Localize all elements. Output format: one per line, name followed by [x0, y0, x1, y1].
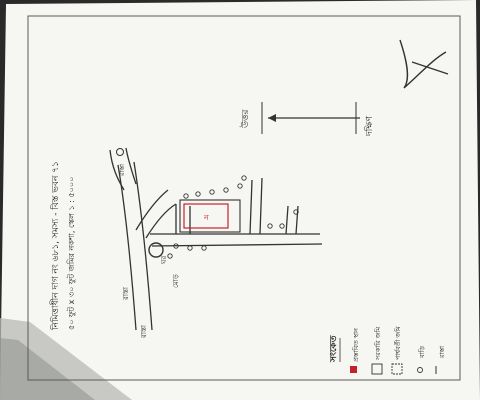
house-dot-icon	[267, 223, 273, 229]
building-circle-icon	[148, 242, 164, 258]
legend: সংকেত প্রস্তাবিত স্থান সরকারি জমি পার্শ্…	[329, 326, 446, 375]
title-line-1: নিমিত্তাধীন দাগ নং ৬৮১, সমস্য - বিস্ত ভব…	[49, 161, 61, 331]
legend-heading: সংকেত	[329, 334, 339, 363]
house-dot-icon	[241, 175, 247, 181]
road-branch-ne-a	[135, 189, 169, 231]
legend-item-1: প্রস্তাবিত স্থান	[352, 327, 360, 362]
road-label-bottom: রাস্তা	[140, 324, 148, 339]
north-label: উত্তর	[239, 109, 251, 129]
house-dot-icon	[237, 183, 243, 189]
signature-mark	[399, 39, 449, 89]
building-marker-label: ঘর	[160, 256, 168, 265]
plot-number-mark: ন	[203, 213, 209, 222]
road-label-right: রাস্তা	[118, 163, 126, 177]
title-line-2: ৫০ ফুট x ৩০ ফুট জমির নকশা, স্কেল ১ : ৫০০…	[66, 177, 76, 330]
paper-fold-shadow-dark	[0, 338, 95, 400]
house-markers	[167, 175, 299, 259]
legend-item-3: পার্শ্ববর্তী জমি	[393, 326, 402, 360]
house-dot-icon	[195, 191, 201, 197]
north-arrow: উত্তর দক্ষিণ	[239, 102, 375, 137]
lane-south-a	[285, 205, 289, 235]
road-branch-north-a	[109, 149, 125, 191]
house-dot-icon	[183, 193, 189, 199]
house-dot-icon	[293, 209, 299, 215]
road-east-south-edge	[151, 243, 323, 247]
title-block: নিমিত্তাধীন দাগ নং ৬৮১, সমস্য - বিস্ত ভব…	[49, 161, 76, 331]
lane-east-b	[259, 177, 263, 235]
junction-building: ঘর	[148, 242, 168, 265]
house-dot-icon	[167, 253, 173, 259]
house-dot-icon	[279, 223, 285, 229]
house-dot-icon	[187, 245, 193, 251]
house-dot-icon	[201, 245, 207, 251]
legend-dot-icon	[417, 367, 423, 373]
house-dot-icon	[223, 187, 229, 193]
south-label: দক্ষিণ	[364, 115, 375, 137]
house-dot-icon	[209, 189, 215, 195]
road-network	[109, 147, 323, 331]
legend-item-4: বাড়ি	[418, 345, 426, 359]
lane-east-a	[249, 179, 253, 235]
road-branch-north-b	[125, 147, 137, 185]
plot-boundary: ন	[179, 199, 241, 233]
legend-box-icon	[371, 363, 383, 375]
legend-dotted-box-icon	[391, 363, 403, 375]
north-arrow-head-icon	[268, 114, 276, 122]
road-branch-ne-b	[145, 203, 177, 239]
proposed-site-outline	[183, 203, 229, 229]
legend-red-square-icon	[350, 366, 357, 373]
legend-item-5: রাস্তা	[438, 345, 446, 359]
road-main-west-edge	[117, 164, 137, 331]
road-label-left: রাস্তা	[122, 286, 130, 301]
house-dot-icon	[173, 243, 179, 249]
legend-item-2: সরকারি জমি	[374, 327, 382, 361]
road-end-marker-icon	[116, 148, 124, 156]
map-border	[27, 15, 461, 381]
road-main-east-edge	[133, 161, 153, 331]
junction-label: মোড়	[172, 273, 180, 288]
